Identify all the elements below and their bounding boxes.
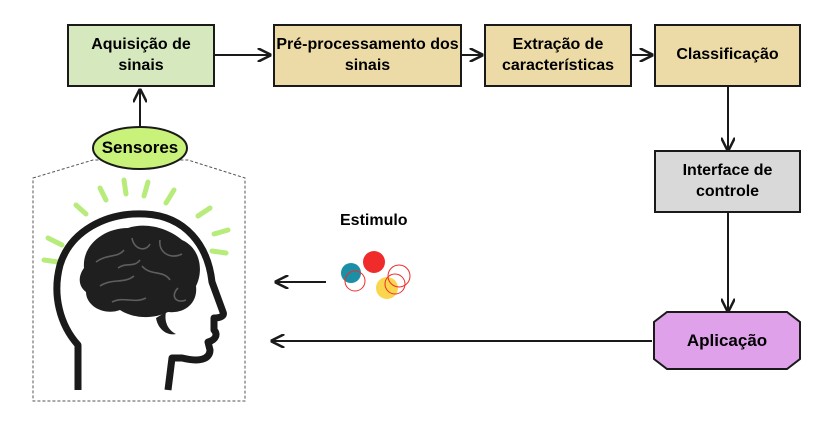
sensores-label: Sensores (101, 138, 179, 157)
node-classificacao-label: Classificação (676, 46, 779, 64)
node-aquisicao-de-sinais: Aquisição de sinais (67, 24, 215, 87)
node-pre-processamento: Pré-processamento dos sinais (273, 24, 462, 87)
sensores-oval (92, 126, 188, 170)
node-classificacao: Classificação (654, 24, 801, 87)
estimulo-label: Estimulo (340, 212, 408, 229)
aplicacao-hexagon (653, 311, 801, 370)
brain-head-icon (41, 177, 231, 391)
stimulus-circles-icon (341, 251, 411, 299)
node-interface-de-controle: Interface de controle (654, 150, 801, 213)
node-aquisicao-label: Aquisição de sinais (91, 35, 191, 74)
node-extracao-de-caracteristicas: Extração de características (484, 24, 632, 87)
node-extracao-label: Extração de características (501, 35, 615, 74)
node-interface-label: Interface de controle (682, 161, 773, 200)
head-frame (32, 159, 246, 402)
node-preprocessamento-label: Pré-processamento dos sinais (276, 35, 459, 74)
aplicacao-label: Aplicação (686, 330, 768, 350)
